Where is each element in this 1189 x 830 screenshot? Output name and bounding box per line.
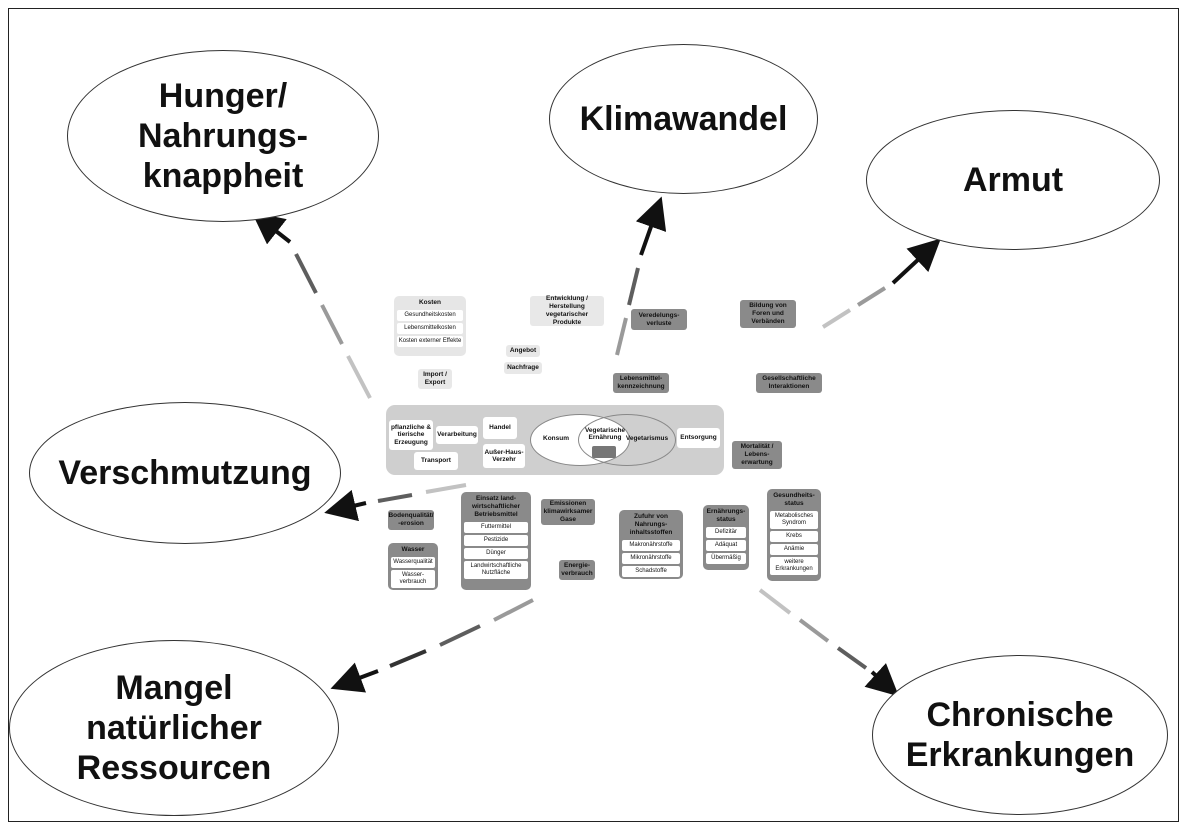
chain-konsum: Konsum: [536, 432, 576, 446]
box-veredelung-label: Veredelungs- verluste: [638, 311, 680, 327]
kosten-title: Kosten: [418, 299, 442, 306]
group-einsatz-title: Einsatz land- wirtschaftlicher Betriebsm…: [471, 495, 521, 518]
node-chronische-label: Chronische Erkrankungen: [905, 696, 1135, 774]
group-ernaehrungsstatus-title: Ernährungs- status: [706, 508, 746, 523]
box-nachfrage-label: Nachfrage: [507, 364, 539, 371]
node-verschmutzung: Verschmutzung: [29, 402, 341, 544]
node-mangel: Mangel natürlicher Ressourcen: [9, 640, 339, 816]
group-ernaehrungsstatus: Ernährungs- status Defizitär Adäquat Übe…: [703, 505, 749, 570]
chain-transport-label: Transport: [421, 457, 451, 465]
group-gesundheit-item: Krebs: [770, 531, 818, 542]
node-verschmutzung-label: Verschmutzung: [58, 454, 312, 492]
chain-entsorgung-label: Entsorgung: [680, 434, 717, 442]
group-gesundheit-title: Gesundheits- status: [773, 492, 815, 507]
group-gesundheit-item: weitere Erkrankungen: [770, 557, 818, 575]
chain-handel-label: Handel: [489, 424, 511, 432]
group-ernaehrungsstatus-item: Adäquat: [706, 540, 746, 551]
box-bildung-label: Bildung von Foren und Verbänden: [749, 302, 787, 325]
box-entwicklung: Entwicklung / Herstellung vegetarischer …: [530, 295, 604, 326]
group-zufuhr-item: Mikronährstoffe: [622, 553, 680, 564]
node-mangel-label: Mangel natürlicher Ressourcen: [76, 669, 272, 787]
group-gesundheit-item: Anämie: [770, 544, 818, 555]
box-energie-label: Energie- verbrauch: [561, 562, 593, 577]
chain-verarbeitung-label: Verarbeitung: [437, 431, 477, 439]
kosten-item: Lebensmittelkosten: [397, 323, 463, 334]
chain-erzeugung: pflanzliche & tierische Erzeugung: [389, 420, 433, 450]
group-zufuhr: Zufuhr von Nahrungs- inhaltsstoffen Makr…: [619, 510, 683, 579]
ellipse-vegetarismus: [578, 414, 676, 466]
chain-veg-ernaehrung: Vegetarische Ernährung: [583, 424, 627, 444]
group-einsatz-item: Pestizide: [464, 535, 528, 546]
group-einsatz-item: Dünger: [464, 548, 528, 559]
group-wasser-item: Wasserqualität: [391, 557, 435, 568]
node-klimawandel: Klimawandel: [549, 44, 818, 194]
box-nachfrage: Nachfrage: [504, 362, 542, 374]
box-gesellschaft-label: Gesellschaftliche Interaktionen: [762, 375, 816, 390]
arrow-to-mangel: [330, 598, 534, 693]
group-wasser-item: Wasser- verbrauch: [391, 570, 435, 588]
box-lebensmittelkennzeichnung-label: Lebensmittel- kennzeichnung: [617, 375, 665, 390]
box-angebot: Angebot: [506, 345, 540, 357]
group-wasser-title: Wasser: [401, 546, 425, 553]
box-entwicklung-label: Entwicklung / Herstellung vegetarischer …: [545, 295, 589, 326]
kosten-item: Kosten externer Effekte: [397, 336, 463, 347]
box-import-export-label: Import / Export: [423, 371, 447, 386]
box-mortalitaet-label: Mortalität / Lebens- erwartung: [740, 443, 774, 466]
chain-ausser-haus: Außer-Haus- Verzehr: [483, 444, 525, 468]
kosten-item: Gesundheitskosten: [397, 310, 463, 321]
chain-erzeugung-label: pflanzliche & tierische Erzeugung: [390, 423, 432, 446]
group-gesundheit: Gesundheits- status Metabolisches Syndro…: [767, 489, 821, 581]
arrow-to-armut: [821, 238, 941, 329]
node-hunger-label: Hunger/ Nahrungs- knappheit: [138, 77, 308, 195]
diagram-frame: [8, 8, 1179, 822]
node-chronische: Chronische Erkrankungen: [872, 655, 1168, 815]
food-image: [592, 446, 616, 458]
box-lebensmittelkennzeichnung: Lebensmittel- kennzeichnung: [613, 373, 669, 393]
box-energie: Energie- verbrauch: [559, 560, 595, 580]
chain-vegetarismus: Vegetarismus: [624, 432, 670, 446]
group-einsatz-item: Futtermittel: [464, 522, 528, 533]
group-kosten: Kosten Gesundheitskosten Lebensmittelkos…: [394, 296, 466, 356]
node-hunger: Hunger/ Nahrungs- knappheit: [67, 50, 379, 222]
arrow-to-klimawandel: [615, 196, 667, 356]
group-ernaehrungsstatus-item: Übermäßig: [706, 553, 746, 564]
chain-vegetarismus-label: Vegetarismus: [625, 435, 669, 443]
group-zufuhr-title: Zufuhr von Nahrungs- inhaltsstoffen: [629, 513, 673, 536]
box-emissionen-label: Emissionen klimawirksamer Gase: [543, 500, 593, 523]
group-ernaehrungsstatus-item: Defizitär: [706, 527, 746, 538]
chain-veg-ernaehrung-label: Vegetarische Ernährung: [584, 426, 626, 442]
node-armut-label: Armut: [962, 161, 1064, 199]
box-bodenqualitaet-label: Bodenqualität/ -erosion: [388, 512, 434, 527]
arrow-to-chronische: [758, 588, 899, 697]
box-bodenqualitaet: Bodenqualität/ -erosion: [388, 510, 434, 530]
box-gesellschaft: Gesellschaftliche Interaktionen: [756, 373, 822, 393]
box-angebot-label: Angebot: [509, 347, 537, 354]
box-mortalitaet: Mortalität / Lebens- erwartung: [732, 441, 782, 469]
chain-verarbeitung: Verarbeitung: [436, 426, 478, 444]
box-veredelung: Veredelungs- verluste: [631, 309, 687, 330]
group-einsatz: Einsatz land- wirtschaftlicher Betriebsm…: [461, 492, 531, 590]
node-klimawandel-label: Klimawandel: [579, 100, 788, 138]
chain-transport: Transport: [414, 452, 458, 470]
box-import-export: Import / Export: [418, 369, 452, 389]
chain-handel: Handel: [483, 417, 517, 439]
arrow-to-verschmutzung: [324, 483, 467, 522]
group-einsatz-item: Landwirtschaftliche Nutzfläche: [464, 561, 528, 579]
group-zufuhr-item: Makronährstoffe: [622, 540, 680, 551]
chain-entsorgung: Entsorgung: [677, 428, 720, 448]
box-emissionen: Emissionen klimawirksamer Gase: [541, 499, 595, 525]
chain-konsum-label: Konsum: [543, 435, 569, 443]
chain-ausser-haus-label: Außer-Haus- Verzehr: [484, 448, 524, 464]
group-zufuhr-item: Schadstoffe: [622, 566, 680, 577]
group-wasser: Wasser Wasserqualität Wasser- verbrauch: [388, 543, 438, 590]
group-gesundheit-item: Metabolisches Syndrom: [770, 511, 818, 529]
arrow-to-hunger: [251, 212, 372, 399]
node-armut: Armut: [866, 110, 1160, 250]
box-bildung: Bildung von Foren und Verbänden: [740, 300, 796, 328]
